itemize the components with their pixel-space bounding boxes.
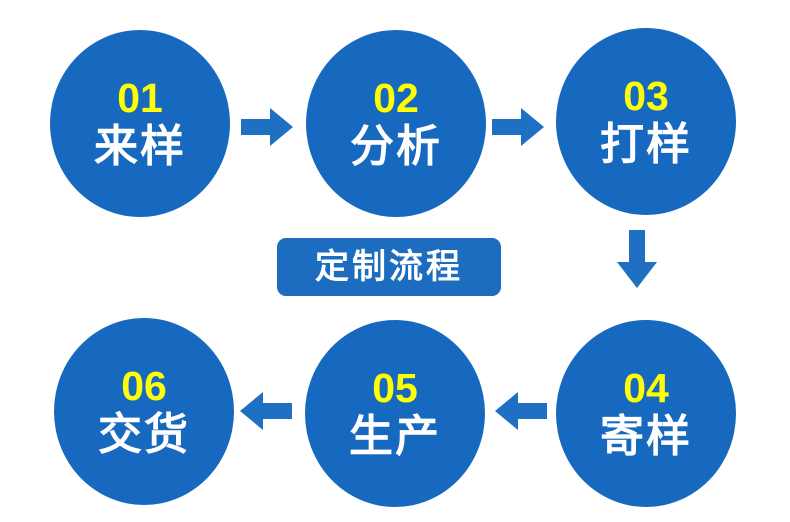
flow-step-05[interactable]: 05 生产 xyxy=(305,320,485,507)
step-label: 交货 xyxy=(98,409,190,460)
step-number: 03 xyxy=(623,73,669,119)
step-label: 来样 xyxy=(94,121,186,172)
process-title-box: 定制流程 xyxy=(277,238,501,296)
arrow-down-icon-step3-step4 xyxy=(617,230,657,288)
flow-step-01[interactable]: 01 来样 xyxy=(50,30,230,217)
flow-step-06[interactable]: 06 交货 xyxy=(54,318,234,505)
process-title-text: 定制流程 xyxy=(315,247,463,287)
step-number: 02 xyxy=(373,75,419,121)
step-label: 寄样 xyxy=(600,411,692,462)
step-label: 打样 xyxy=(600,119,692,170)
step-number: 06 xyxy=(121,363,167,409)
step-label: 生产 xyxy=(349,411,441,462)
flow-step-03[interactable]: 03 打样 xyxy=(556,28,736,215)
arrow-right-icon-step2-step3 xyxy=(492,108,544,146)
arrow-left-icon-step4-step5 xyxy=(495,392,547,430)
step-label: 分析 xyxy=(350,121,442,172)
arrow-left-icon-step5-step6 xyxy=(240,392,292,430)
flow-step-04[interactable]: 04 寄样 xyxy=(556,320,736,507)
step-number: 04 xyxy=(623,365,669,411)
step-number: 01 xyxy=(117,75,163,121)
flow-step-02[interactable]: 02 分析 xyxy=(306,30,486,217)
step-number: 05 xyxy=(372,365,418,411)
arrow-right-icon-step1-step2 xyxy=(241,108,293,146)
